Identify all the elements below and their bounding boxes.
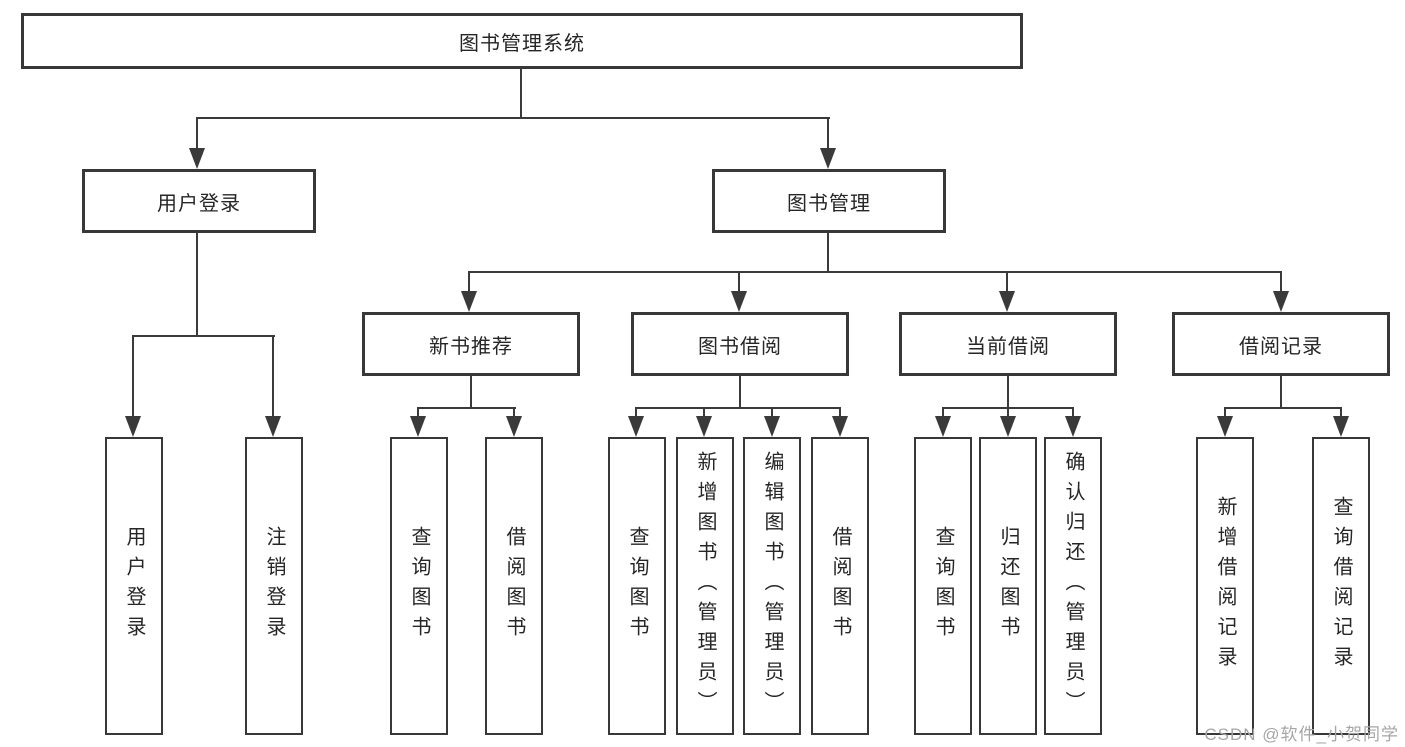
node-logout-login: 注销登录 — [245, 437, 303, 735]
connector-line — [417, 407, 419, 417]
arrow-down-icon — [999, 291, 1015, 312]
connector-line — [1280, 376, 1282, 408]
connector-line — [272, 335, 274, 416]
node-label: 借阅图书 — [503, 526, 525, 646]
arrow-down-icon — [1333, 416, 1349, 437]
connector-line — [132, 335, 275, 337]
arrow-down-icon — [1217, 416, 1233, 437]
arrow-down-icon — [628, 416, 644, 437]
connector-line — [513, 407, 515, 417]
node-label: 新增借阅记录 — [1214, 496, 1236, 676]
node-add-borrow-record: 新增借阅记录 — [1196, 437, 1254, 735]
node-label: 新书推荐 — [429, 335, 513, 358]
arrow-down-icon — [265, 416, 281, 437]
node-label: 用户登录 — [157, 192, 241, 215]
node-label: 编辑图书（管理员） — [761, 451, 783, 721]
connector-line — [196, 117, 830, 119]
node-query-borrow-record: 查询借阅记录 — [1312, 437, 1370, 735]
arrow-down-icon — [696, 416, 712, 437]
node-label: 注销登录 — [263, 526, 285, 646]
connector-line — [1340, 407, 1342, 417]
node-library-management-system: 图书管理系统 — [21, 13, 1023, 69]
node-user-login-leaf: 用户登录 — [105, 437, 163, 735]
node-label: 查询图书 — [932, 526, 954, 646]
connector-line — [635, 407, 841, 409]
connector-line — [196, 233, 198, 336]
node-label: 图书管理系统 — [459, 32, 585, 55]
node-label: 查询图书 — [408, 526, 430, 646]
node-query-books-recommend: 查询图书 — [390, 437, 448, 735]
arrow-down-icon — [1065, 416, 1081, 437]
connector-line — [468, 271, 1282, 273]
arrow-down-icon — [125, 416, 141, 437]
connector-line — [196, 117, 198, 149]
arrow-down-icon — [764, 416, 780, 437]
node-label: 确认归还（管理员） — [1062, 451, 1084, 721]
csdn-watermark: CSDN @软件_小贺同学 — [1204, 725, 1399, 744]
node-query-books-borrowing: 查询图书 — [608, 437, 666, 735]
node-edit-books-admin: 编辑图书（管理员） — [743, 437, 801, 735]
connector-line — [470, 376, 472, 408]
node-borrow-books-recommend: 借阅图书 — [485, 437, 543, 735]
node-add-books-admin: 新增图书（管理员） — [676, 437, 734, 735]
connector-line — [739, 376, 741, 408]
node-label: 图书管理 — [787, 192, 871, 215]
node-query-books-current: 查询图书 — [914, 437, 972, 735]
connector-line — [1007, 407, 1009, 417]
connector-line — [132, 335, 134, 416]
node-return-books: 归还图书 — [979, 437, 1037, 735]
node-new-book-recommend: 新书推荐 — [362, 312, 580, 376]
connector-line — [1224, 407, 1226, 417]
arrow-down-icon — [820, 148, 836, 169]
arrow-down-icon — [461, 291, 477, 312]
connector-line — [1224, 407, 1342, 409]
connector-line — [1007, 376, 1009, 408]
connector-line — [1280, 271, 1282, 291]
connector-line — [520, 68, 522, 118]
node-borrow-books: 借阅图书 — [811, 437, 869, 735]
connector-line — [468, 271, 470, 291]
connector-line — [771, 407, 773, 417]
connector-line — [635, 407, 637, 417]
node-label: 借阅图书 — [829, 526, 851, 646]
node-label: 图书借阅 — [698, 335, 782, 358]
node-user-login: 用户登录 — [82, 169, 316, 233]
node-label: 当前借阅 — [966, 335, 1050, 358]
node-label: 用户登录 — [123, 526, 145, 646]
arrow-down-icon — [935, 416, 951, 437]
arrow-down-icon — [189, 148, 205, 169]
node-label: 查询借阅记录 — [1330, 496, 1352, 676]
connector-line — [417, 407, 516, 409]
arrow-down-icon — [1273, 291, 1289, 312]
node-label: 借阅记录 — [1239, 335, 1323, 358]
connector-line — [827, 233, 829, 272]
node-label: 新增图书（管理员） — [694, 451, 716, 721]
node-confirm-return-admin: 确认归还（管理员） — [1044, 437, 1102, 735]
node-borrowing-records: 借阅记录 — [1172, 312, 1390, 376]
arrow-down-icon — [832, 416, 848, 437]
node-current-borrowing: 当前借阅 — [899, 312, 1117, 376]
arrow-down-icon — [1000, 416, 1016, 437]
connector-line — [738, 271, 740, 291]
node-book-management: 图书管理 — [712, 169, 946, 233]
connector-line — [1006, 271, 1008, 291]
connector-line — [827, 117, 829, 149]
node-label: 查询图书 — [626, 526, 648, 646]
arrow-down-icon — [410, 416, 426, 437]
arrow-down-icon — [506, 416, 522, 437]
connector-line — [703, 407, 705, 417]
connector-line — [839, 407, 841, 417]
node-book-borrowing: 图书借阅 — [631, 312, 849, 376]
connector-line — [942, 407, 944, 417]
arrow-down-icon — [731, 291, 747, 312]
node-label: 归还图书 — [997, 526, 1019, 646]
connector-line — [1072, 407, 1074, 417]
